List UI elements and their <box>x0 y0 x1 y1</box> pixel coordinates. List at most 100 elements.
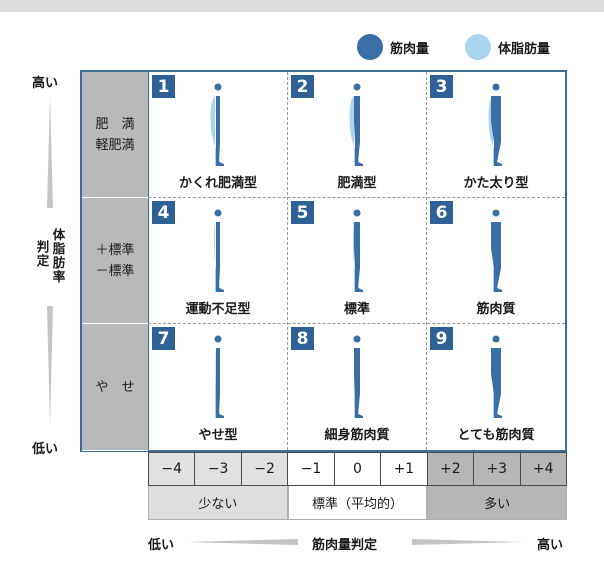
muscle-dot-icon <box>357 34 383 60</box>
x-arrow-right-icon <box>412 539 524 545</box>
grid-line <box>426 72 427 450</box>
scale-tick: 0 <box>333 452 381 486</box>
grid-line <box>148 323 565 324</box>
row-label-standard: ＋標準 －標準 <box>82 198 148 324</box>
y-axis-high: 高い <box>32 76 59 91</box>
figure-muscle <box>216 96 224 166</box>
row-label-obese: 肥 満 軽肥満 <box>82 72 148 198</box>
y-axis-title-line1: 体脂肪率 <box>52 227 66 284</box>
figure-head <box>492 209 500 217</box>
y-arrow-down-icon <box>47 306 53 426</box>
body-figure-icon <box>488 83 502 166</box>
cell-type-name: 運動不足型 <box>185 302 251 317</box>
cell-number-badge: 9 <box>430 327 453 350</box>
scale-tick: +3 <box>473 452 520 486</box>
figure-muscle <box>491 222 502 292</box>
x-axis-title: 筋肉量判定 <box>312 538 378 553</box>
cell-type-name: 標準 <box>343 302 370 317</box>
cell-number-badge: 5 <box>291 201 314 224</box>
body-type-cell: 2 肥満型 <box>288 72 426 197</box>
figure-head <box>214 209 222 217</box>
scale-tick: +2 <box>426 452 474 486</box>
cell-number-badge: 2 <box>291 75 314 98</box>
cell-number-badge: 8 <box>291 327 314 350</box>
scale-tick: −2 <box>240 452 288 486</box>
cell-type-name: とても筋肉質 <box>457 428 535 443</box>
body-figure-icon <box>349 83 363 166</box>
row-label-line1: 肥 満 <box>95 116 135 132</box>
x-arrow-left-icon <box>186 539 298 545</box>
figure-head <box>492 83 500 91</box>
figure-fat <box>210 96 224 166</box>
group-high: 多い <box>427 486 568 520</box>
top-stripe <box>0 0 604 12</box>
scale-tick: −4 <box>148 452 195 486</box>
body-type-cell: 4 運動不足型 <box>149 198 287 323</box>
body-figure-icon <box>353 335 363 418</box>
scale-tick: −1 <box>287 452 334 486</box>
cell-number-badge: 4 <box>152 201 175 224</box>
body-figure-icon <box>491 335 502 418</box>
legend-fat: 体脂肪量 <box>465 34 550 60</box>
cell-type-name: かた太り型 <box>463 176 529 191</box>
body-type-cell: 6 筋肉質 <box>427 198 565 323</box>
row-label-line1: ＋標準 <box>95 242 135 258</box>
body-type-cell: 5 標準 <box>288 198 426 323</box>
figure-head <box>353 83 361 91</box>
body-figure-icon <box>491 209 502 292</box>
figure-muscle <box>491 96 502 166</box>
grid-line <box>287 72 288 450</box>
row-label-line2: 軽肥満 <box>95 137 135 153</box>
cell-type-name: やせ型 <box>198 428 238 443</box>
body-figure-icon <box>214 335 224 418</box>
x-axis-low: 低い <box>148 538 175 553</box>
body-type-cell: 7 やせ型 <box>149 324 287 449</box>
figure-muscle <box>491 348 502 418</box>
body-figure-icon <box>210 83 224 166</box>
figure-head <box>492 335 500 343</box>
figure-fat <box>349 96 363 166</box>
group-standard: 標準（平均的） <box>287 486 428 520</box>
scale-tick: +1 <box>380 452 427 486</box>
figure-head <box>353 335 361 343</box>
grid-line <box>148 197 565 198</box>
cell-number-badge: 7 <box>152 327 175 350</box>
fat-dot-icon <box>465 34 491 60</box>
cell-number-badge: 1 <box>152 75 175 98</box>
cell-number-badge: 6 <box>430 201 453 224</box>
row-label-thin: や せ <box>82 324 148 451</box>
body-type-cell: 1 かくれ肥満型 <box>149 72 287 197</box>
grid-divider <box>148 72 149 450</box>
scale-tick: +4 <box>519 452 567 486</box>
body-type-cell: 9 とても筋肉質 <box>427 324 565 449</box>
row-label-line2: －標準 <box>95 263 135 279</box>
legend-muscle: 筋肉量 <box>357 34 429 60</box>
figure-muscle <box>354 96 363 166</box>
figure-muscle <box>354 222 363 292</box>
cell-type-name: 肥満型 <box>337 176 377 191</box>
figure-muscle <box>354 348 363 418</box>
legend-muscle-label: 筋肉量 <box>390 41 430 57</box>
x-axis-high: 高い <box>537 538 564 553</box>
cell-type-name: 筋肉質 <box>476 302 516 317</box>
group-low: 少ない <box>148 486 288 520</box>
legend-fat-label: 体脂肪量 <box>498 41 551 57</box>
cell-type-name: かくれ肥満型 <box>178 176 257 191</box>
grid-frame <box>80 70 567 452</box>
y-arrow-up-icon <box>47 96 53 208</box>
cell-number-badge: 3 <box>430 75 453 98</box>
body-type-cell: 3 かた太り型 <box>427 72 565 197</box>
body-figure-icon <box>214 209 224 292</box>
figure-head <box>353 209 361 217</box>
figure-muscle <box>216 222 224 292</box>
figure-head <box>214 335 222 343</box>
row-label-line1: や せ <box>95 379 135 395</box>
muscle-groups: 少ない 標準（平均的） 多い <box>148 486 568 520</box>
body-figure-icon <box>353 209 363 292</box>
y-axis-low: 低い <box>32 442 59 457</box>
y-axis-title-line2: 判定 <box>36 239 50 268</box>
scale-tick: −3 <box>194 452 241 486</box>
figure-head <box>214 83 222 91</box>
